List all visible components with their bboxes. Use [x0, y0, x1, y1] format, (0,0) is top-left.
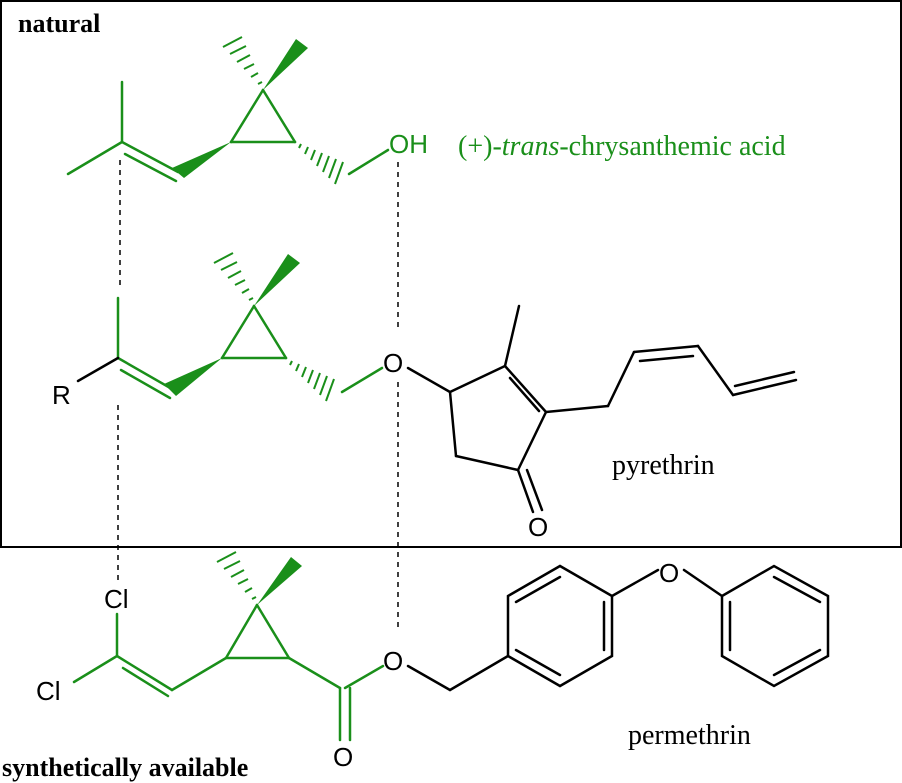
pyrethrin-name: pyrethrin: [612, 450, 715, 481]
atom-o-carbonyl-pyrethrin: O: [528, 512, 548, 542]
atom-o-ether-pyrethrin: O: [383, 348, 403, 378]
pyrethrin-alcohol-part: [406, 304, 798, 514]
heading-natural: natural: [18, 9, 100, 38]
acid-name: (+)-trans-chrysanthemic acid: [458, 131, 786, 162]
chrysanthemic-acid-structure: [66, 80, 390, 183]
chrysanthemic-acid-stereo: [172, 36, 344, 185]
natural-frame: [0, 0, 902, 548]
pyrethrin-r-bond: [76, 356, 120, 383]
atom-cl-top: Cl: [104, 584, 129, 614]
permethrin-alcohol-part: [406, 564, 830, 692]
pyrethrin-acid-part: [116, 296, 384, 400]
permethrin-acid-part: [72, 603, 385, 742]
pyrethrin-stereo: [164, 252, 335, 402]
heading-synthetic: synthetically available: [2, 753, 248, 782]
correspondence-dashes: [117, 160, 399, 632]
atom-o-ester-permethrin: O: [383, 646, 403, 676]
atom-o-carbonyl-permethrin: O: [333, 742, 353, 772]
atom-r: R: [52, 380, 71, 410]
atom-oh: OH: [389, 129, 428, 159]
permethrin-name: permethrin: [628, 720, 751, 751]
atom-cl-bottom: Cl: [36, 676, 61, 706]
permethrin-stereo: [216, 551, 302, 605]
atom-o-diphenyl-ether: O: [659, 558, 679, 588]
